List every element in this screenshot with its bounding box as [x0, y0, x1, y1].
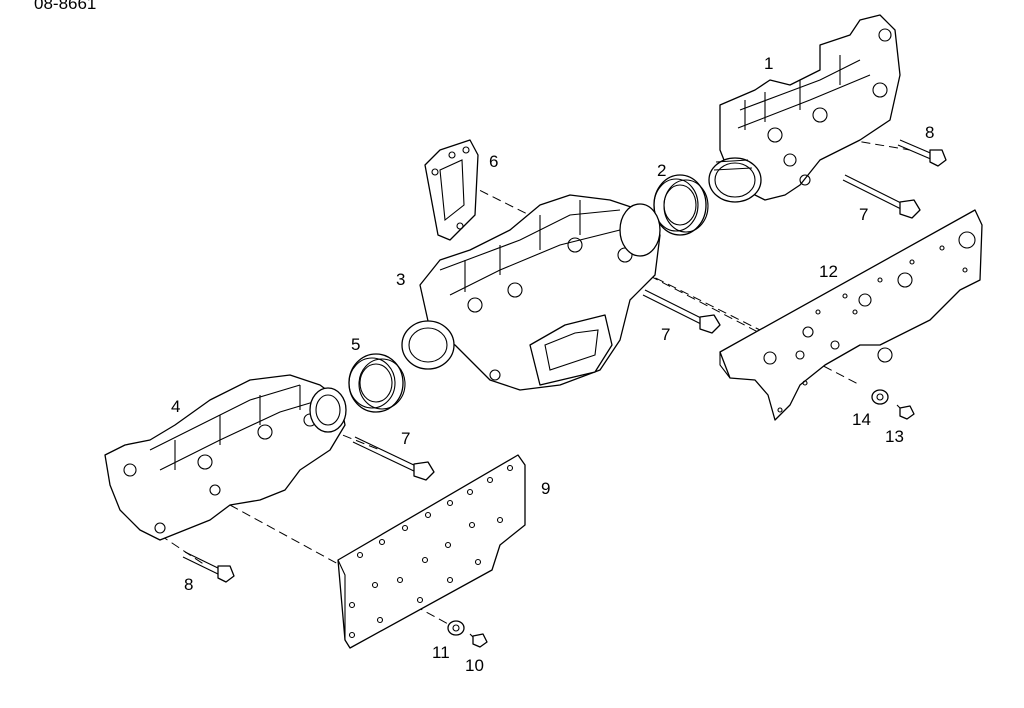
callout-12: 12	[819, 262, 838, 281]
callout-9: 9	[541, 479, 550, 498]
callout-7-lower: 7	[401, 429, 410, 448]
callout-13: 13	[885, 427, 904, 446]
callout-labels: 1 2 3 4 5 6 7 7 7 8 8 9 10 11 12 13 14	[171, 54, 934, 675]
heat-shield-rear	[719, 209, 983, 421]
bellows-seal-upper	[653, 174, 709, 236]
callout-6: 6	[489, 152, 498, 171]
bellows-seal-lower	[348, 353, 406, 413]
center-manifold-section	[401, 194, 661, 391]
callout-7-middle: 7	[661, 325, 670, 344]
bolt-8-upper	[897, 139, 947, 167]
callout-7-upper: 7	[859, 205, 868, 224]
bolt-7-lower	[352, 436, 435, 481]
screw-13	[896, 404, 915, 420]
callout-14: 14	[852, 410, 871, 429]
bolt-7-upper	[842, 174, 921, 219]
callout-2: 2	[657, 161, 666, 180]
rear-manifold-section	[708, 14, 901, 203]
gasket	[424, 139, 479, 241]
callout-4: 4	[171, 397, 180, 416]
screw-10	[469, 633, 488, 648]
callout-1: 1	[764, 54, 773, 73]
callout-8-upper: 8	[925, 123, 934, 142]
drawing-reference-id: 08-8661	[34, 0, 97, 13]
washer-14	[871, 389, 889, 405]
callout-3: 3	[396, 270, 405, 289]
callout-5: 5	[351, 335, 360, 354]
callout-10: 10	[465, 656, 484, 675]
bolt-8-lower	[182, 551, 235, 583]
heat-shield-front	[337, 454, 526, 649]
callout-8-lower: 8	[184, 575, 193, 594]
front-manifold-section	[104, 374, 347, 541]
callout-11: 11	[432, 643, 450, 662]
washer-11	[447, 620, 465, 636]
bolt-7-middle	[642, 289, 721, 334]
